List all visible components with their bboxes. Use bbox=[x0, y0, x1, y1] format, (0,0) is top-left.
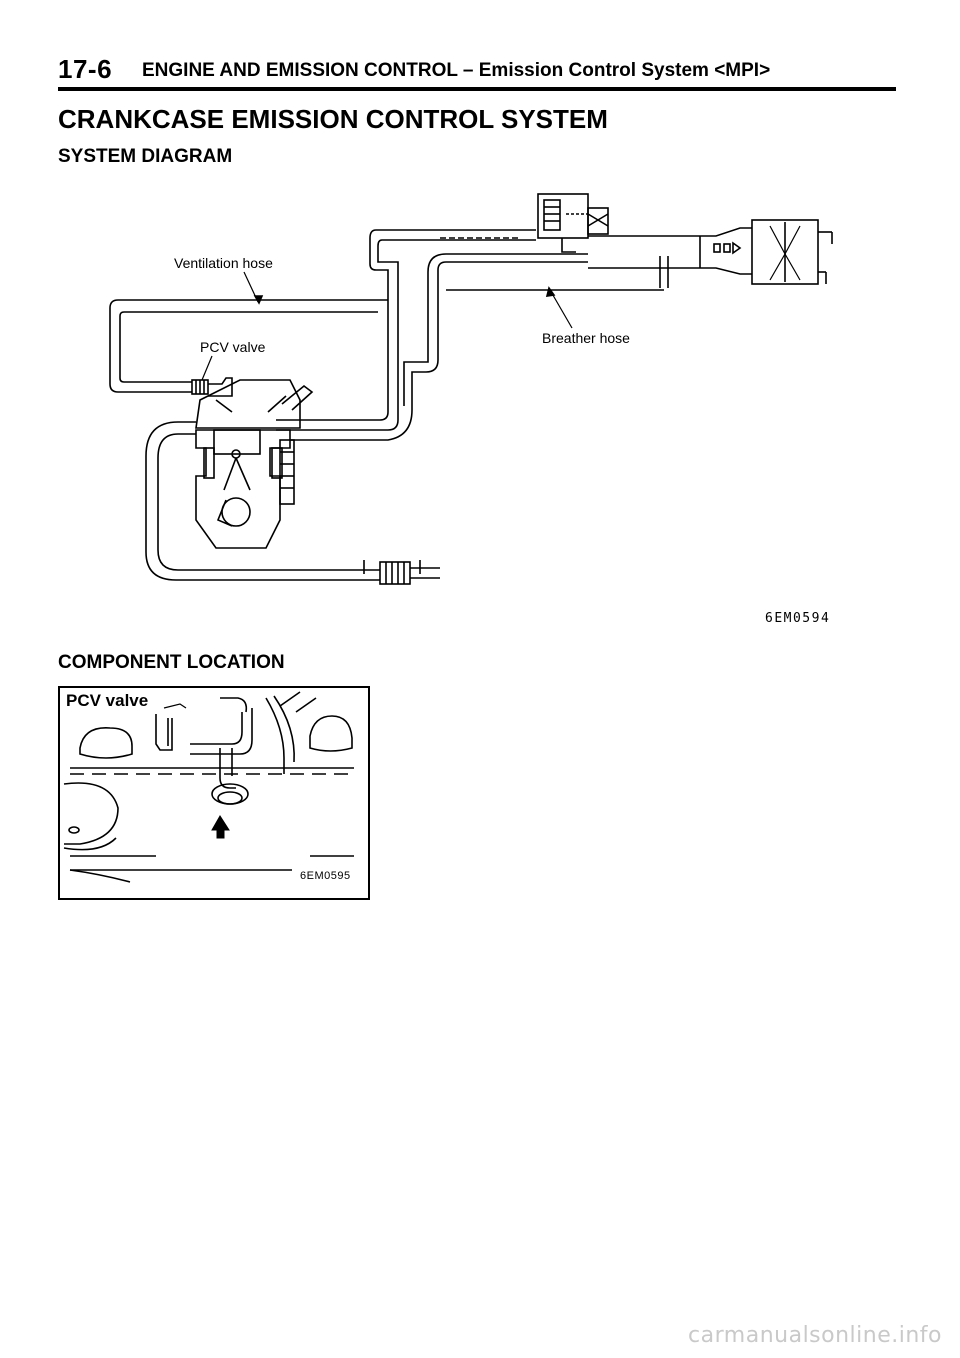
page-number: 17-6 bbox=[58, 54, 113, 84]
component-location-heading: COMPONENT LOCATION bbox=[58, 652, 285, 673]
watermark: carmanualsonline.info bbox=[688, 1323, 942, 1348]
pcv-pointer-arrow bbox=[211, 815, 230, 839]
pcv-valve-label: PCV valve bbox=[200, 339, 266, 355]
lower-hose bbox=[145, 421, 380, 581]
header-rule bbox=[58, 87, 896, 91]
page-title: CRANKCASE EMISSION CONTROL SYSTEM bbox=[58, 104, 608, 134]
ventilation-hose-label: Ventilation hose bbox=[174, 255, 273, 271]
component-figure-code: 6EM0595 bbox=[300, 870, 351, 882]
component-photo bbox=[58, 686, 370, 900]
air-cleaner bbox=[751, 219, 819, 285]
component-photo-label: PCV valve bbox=[66, 691, 149, 710]
breather-hose-line bbox=[290, 261, 588, 441]
section-title: ENGINE AND EMISSION CONTROL – Emission C… bbox=[142, 60, 771, 81]
engine-bay-illustration bbox=[63, 691, 354, 883]
system-diagram-heading: SYSTEM DIAGRAM bbox=[58, 146, 233, 167]
diagram-figure-code: 6EM0594 bbox=[765, 611, 831, 626]
breather-hose-label: Breather hose bbox=[542, 330, 630, 346]
intake-duct bbox=[588, 227, 752, 237]
system-diagram: Ventilation hose PCV valve Breather hose bbox=[109, 193, 833, 585]
engine bbox=[195, 379, 301, 429]
ventilation-hose-line bbox=[276, 229, 536, 421]
